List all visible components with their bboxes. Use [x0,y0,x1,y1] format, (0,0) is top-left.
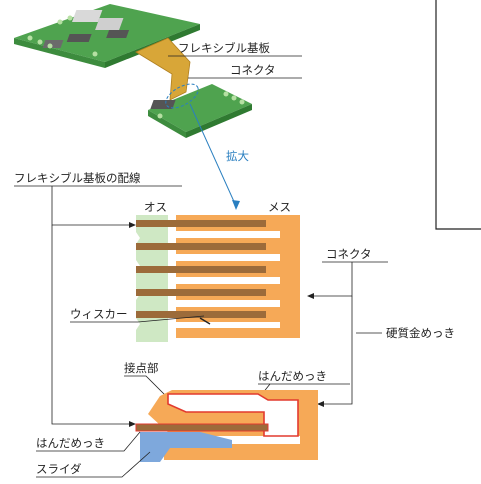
contact-pins [136,220,266,318]
whisker-mark [199,317,211,325]
photo-frame [435,0,481,230]
lower-pcb-illustration [148,84,252,138]
connector-top-label: コネクタ [230,63,276,77]
zoom-label: 拡大 [226,149,249,163]
female-label: メス [268,200,291,214]
connector-side-leader [312,262,353,297]
slider-label: スライダ [36,462,82,476]
zoom-target-ellipse [165,83,199,109]
flex-ribbon [135,37,191,101]
solder-plating-right-label: はんだめっき [258,369,327,383]
solder-plating-left-label: はんだめっき [36,436,105,450]
contact-label: 接点部 [124,361,159,375]
zoom-arrow-head [232,200,240,210]
slider-leader [36,451,151,478]
slider-body [140,432,232,462]
connector-side-label: コネクタ [326,247,372,261]
contact-pin-section [135,423,269,432]
whisker-leader [70,315,205,323]
female-slots [176,231,280,328]
male-connector-body [136,215,168,342]
male-label: オス [144,200,167,214]
solder-left-leader [36,431,141,452]
connector-side-leader-2 [322,296,353,405]
flex-board-label: フレキシブル基板 [178,41,270,55]
whisker-label: ウィスカー [70,307,128,321]
wiring-leader-top [51,186,132,226]
flex-board-wiring-label: フレキシブル基板の配線 [14,171,141,185]
wiring-leader-bottom [51,225,132,425]
zoom-arrow [189,103,237,207]
hard-gold-plating-label: 硬質金めっき [386,326,455,340]
